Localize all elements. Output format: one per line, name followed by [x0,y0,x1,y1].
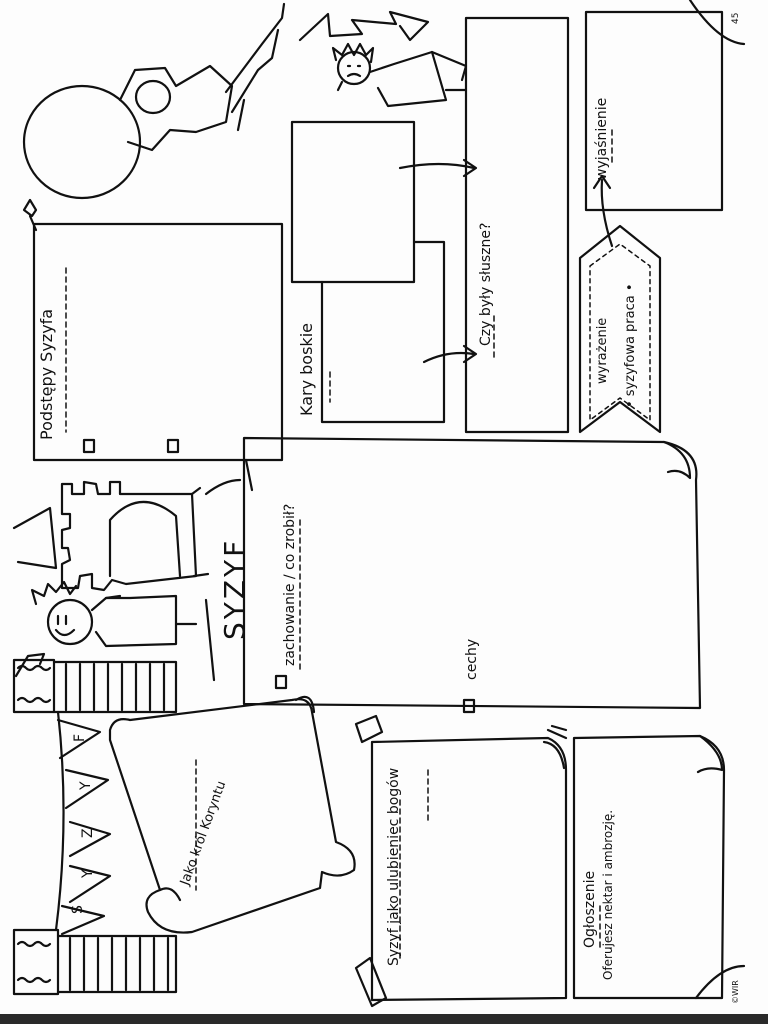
bunting-letter: S [70,905,86,914]
bunting-flags[interactable] [54,710,112,936]
page-title: SYZYF [218,538,251,640]
phrase-banner[interactable] [578,224,662,434]
tape-icon [354,956,388,1008]
punishment-box-bottom[interactable] [320,240,446,424]
column-top [12,652,178,714]
bunting-letter: Y [80,869,96,879]
king-illustration [30,580,198,648]
bunting-letter: Y [78,781,94,791]
arrow-icon [462,158,478,178]
favorite-box[interactable] [370,736,568,1002]
explanation-title: wyjaśnienie [594,98,610,180]
boulder-illustration [22,2,286,200]
ad-box[interactable] [572,734,726,1000]
ad-box-title: Ogłoszenie [582,871,598,948]
explanation-box[interactable] [584,10,724,212]
bunting-letter: Z [80,828,96,838]
checkbox-icon[interactable] [274,674,288,690]
punishments-title: Kary boskie [297,323,316,416]
ad-box-subtitle: Oferujesz nektar i ambrozję. [601,810,615,980]
page-number: 45 [731,13,741,24]
bunting-letter: F [72,734,88,742]
column-bottom [12,928,178,996]
king-scroll[interactable] [108,698,356,934]
traits-label: cechy [464,639,480,680]
corner-curl-bottom [694,964,746,1000]
favorite-box-title: Syzyf jako ulubieniec bogów [386,768,402,966]
king-scroll-title: Jako król Koryntu [177,779,229,888]
checkbox-icon[interactable] [462,698,476,714]
checkbox-icon[interactable] [166,438,180,454]
scan-edge [0,1014,768,1024]
behavior-label: zachowanie / co zrobił? [282,504,298,666]
zeus-illustration [298,10,468,108]
castle-illustration [12,458,254,682]
punishment-assessment-box[interactable] [464,16,570,434]
pin-icon [22,198,38,218]
tape-icon [354,714,384,744]
progress-box-title: Podstępy Syzyfa [37,309,56,440]
corner-curl-top [688,0,746,46]
checkbox-icon[interactable] [82,438,96,454]
copyright: ©WIR [731,980,740,1004]
phrase-banner-line2: • syzyfowa praca • [623,283,638,408]
arrow-icon [462,344,478,364]
phrase-banner-line1: wyrażenie [595,318,610,384]
punishments-question: Czy były słuszne? [478,223,494,346]
arrow-up-icon [592,174,612,190]
punishment-box-top[interactable] [290,120,416,284]
progress-box[interactable] [32,222,284,462]
